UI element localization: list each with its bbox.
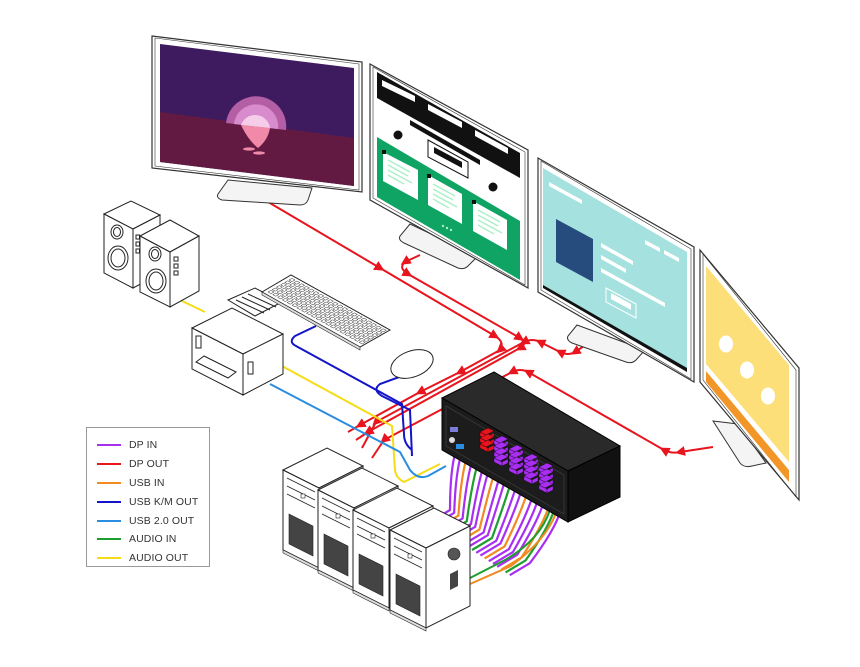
monitor-3-block — [556, 219, 593, 282]
legend-swatch — [97, 481, 121, 484]
monitor-2-card-3 — [473, 201, 507, 250]
legend-item: DP OUT — [97, 455, 209, 474]
cable-dp-out-monitor-3 — [361, 335, 594, 449]
kvm-switch — [440, 371, 622, 523]
legend-swatch — [97, 500, 121, 503]
kvm-port-audio — [449, 437, 455, 443]
cable-dp-out-monitor-4 — [371, 365, 714, 459]
kvm-port-display — [450, 427, 458, 432]
legend-swatch — [97, 444, 121, 447]
legend-label: AUDIO IN — [129, 533, 177, 546]
port-dp-in — [538, 480, 554, 494]
legend-label: USB IN — [129, 476, 165, 489]
monitor-1-screen-sea — [160, 112, 354, 186]
legend-label: USB 2.0 OUT — [129, 514, 195, 527]
monitor-3-screen — [543, 168, 687, 372]
speakers — [102, 200, 201, 308]
keyboard — [260, 274, 392, 351]
kvm-ports — [479, 427, 554, 494]
monitor-2 — [369, 62, 529, 290]
printer — [190, 287, 285, 396]
legend-item: USB IN — [97, 474, 209, 493]
monitor-2-card-2 — [428, 175, 462, 224]
legend-item: AUDIO OUT — [97, 549, 209, 568]
monitor-1 — [151, 35, 363, 206]
legend-label: USB K/M OUT — [129, 495, 199, 508]
computer-4 — [388, 507, 472, 632]
mouse — [390, 349, 434, 379]
cable-usb-in — [469, 512, 557, 585]
legend-swatch — [97, 557, 121, 560]
legend-label: AUDIO OUT — [129, 552, 189, 565]
cable-usb20-out-printer — [269, 383, 447, 479]
port-dp-in — [523, 471, 539, 485]
legend-swatch — [97, 519, 121, 522]
legend-item: USB K/M OUT — [97, 492, 209, 511]
monitor-4 — [699, 248, 800, 502]
port-dp-in — [508, 462, 524, 476]
legend-item: AUDIO IN — [97, 530, 209, 549]
cable-audio-in — [469, 509, 551, 579]
legend-swatch — [97, 463, 121, 466]
legend-label: DP OUT — [129, 458, 170, 471]
legend-swatch — [97, 538, 121, 541]
port-dp-in — [493, 453, 509, 467]
speaker-right — [138, 219, 201, 308]
monitor-3 — [537, 156, 695, 384]
computers — [281, 447, 472, 632]
legend-item: USB 2.0 OUT — [97, 511, 209, 530]
legend-item: DP IN — [97, 436, 209, 455]
cable-usb-km-out-keyboard — [290, 325, 413, 451]
cable-audio-out-speakers — [179, 299, 441, 483]
kvm-port-usb — [456, 444, 464, 449]
cable-usb-km-out-mouse — [375, 375, 413, 457]
legend: DP IN DP OUT USB IN USB K/M OUT USB 2.0 OUT A… — [86, 427, 210, 567]
legend-label: DP IN — [129, 439, 158, 452]
